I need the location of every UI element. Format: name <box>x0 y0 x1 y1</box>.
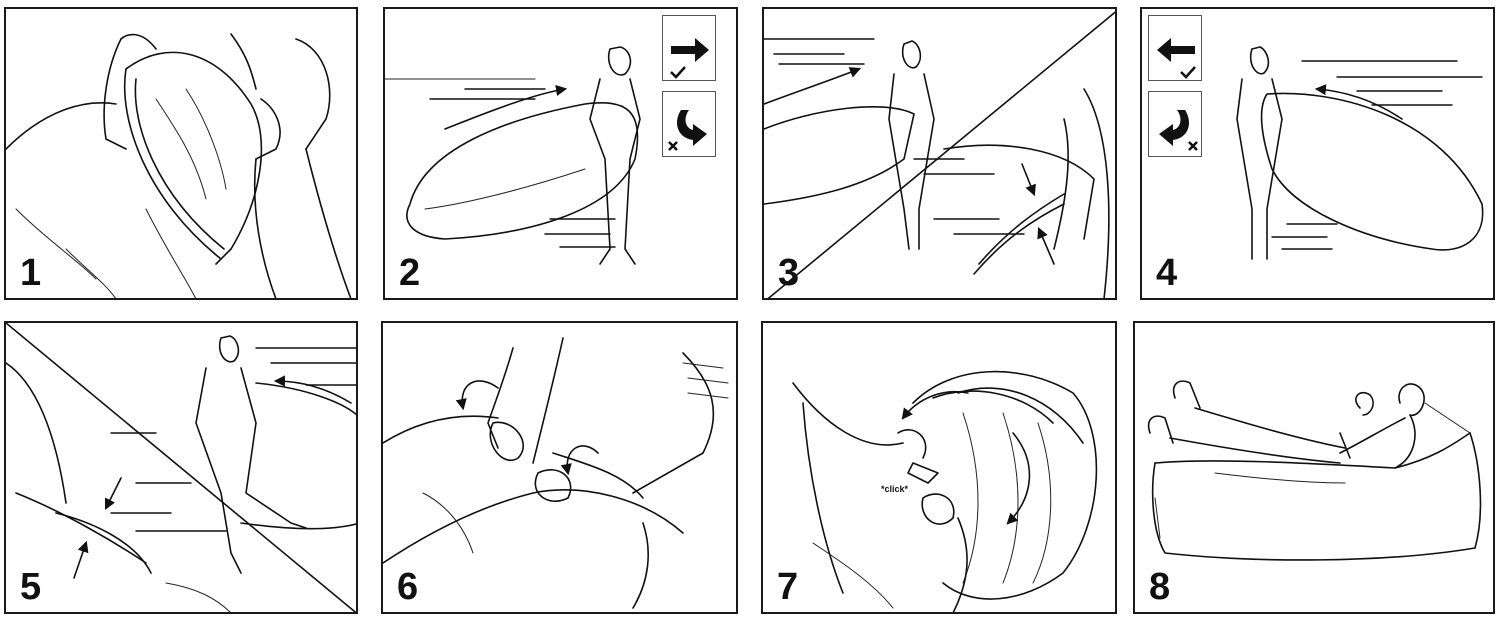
illustration-trap-air-close-opening <box>764 11 1115 298</box>
arrow-left-check-icon <box>1157 38 1196 79</box>
step-panel-1: 1 <box>4 7 358 300</box>
step-panel-5: 5 <box>4 321 358 614</box>
illustration-scoop-air-backward <box>1236 46 1484 260</box>
step-number: 8 <box>1149 566 1171 608</box>
step-number: 1 <box>20 252 42 294</box>
correct-direction-indicator <box>662 15 716 81</box>
step-panel-2: 2 <box>383 7 738 300</box>
step-number: 3 <box>778 252 800 294</box>
illustration-buckle-clip <box>792 370 1098 612</box>
step-number: 2 <box>399 252 421 294</box>
correct-direction-indicator <box>1148 15 1202 81</box>
step-number: 4 <box>1156 252 1178 294</box>
step-number: 7 <box>777 566 799 608</box>
illustration-roll-opening <box>383 337 729 609</box>
step-panel-6: 6 <box>381 321 738 614</box>
click-sound-label: *click* <box>881 484 909 494</box>
step-panel-3: 3 <box>762 7 1117 300</box>
illustration-scoop-air-forward <box>385 46 641 265</box>
curved-arrow-cross-icon <box>1159 110 1198 151</box>
step-number: 5 <box>20 566 42 608</box>
wrong-direction-indicator <box>1148 91 1202 157</box>
arrow-right-check-icon <box>670 38 709 79</box>
step-panel-7: *click* 7 <box>761 321 1117 614</box>
curved-arrow-cross-icon <box>668 110 707 151</box>
illustration-close-opening-second-side <box>6 323 356 612</box>
illustration-relaxing-on-lounger <box>1147 380 1482 561</box>
step-panel-4: 4 <box>1140 7 1495 300</box>
step-panel-8: 8 <box>1133 321 1495 614</box>
step-number: 6 <box>397 566 419 608</box>
wrong-direction-indicator <box>662 91 716 157</box>
illustration-open-bag <box>6 33 352 298</box>
